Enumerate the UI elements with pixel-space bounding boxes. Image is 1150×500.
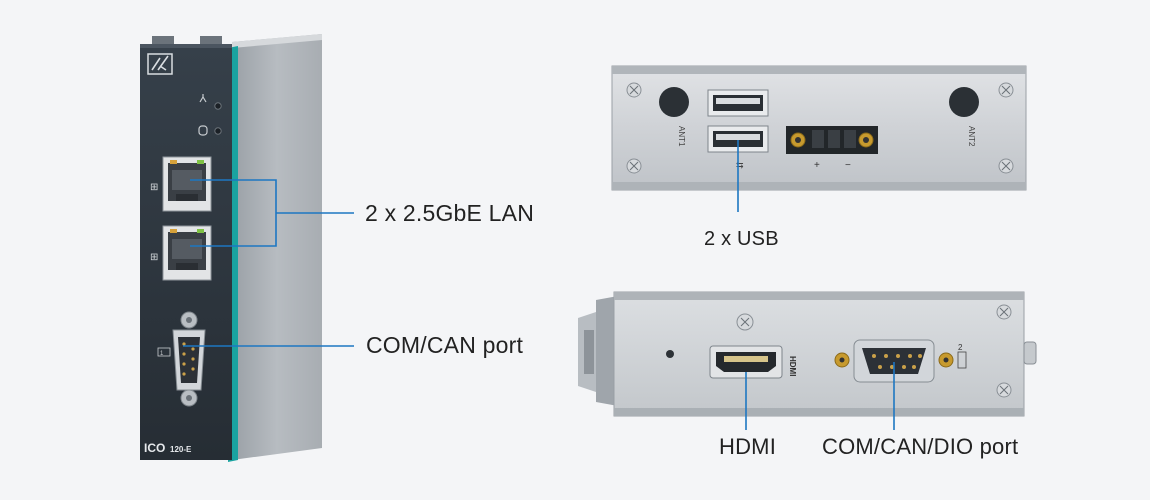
svg-text:⊞: ⊞: [150, 182, 158, 193]
com-number-label: 2: [958, 343, 963, 352]
screw-icon: [996, 304, 1012, 320]
lan-callout-line: [190, 179, 354, 247]
device-io-view: HDMI 2: [578, 291, 1037, 417]
com-can-dio-db9-port: 2: [834, 339, 967, 383]
storage-led-icon: [198, 125, 222, 136]
callout-lines: [183, 140, 895, 430]
antenna-1-hole: [659, 87, 689, 117]
lan-port-2: ⊞: [150, 225, 212, 281]
hdmi-callout-label: HDMI: [719, 434, 777, 459]
com-can-db9-port: 1: [157, 311, 206, 407]
brand-logo: [147, 53, 173, 75]
screw-icon: [996, 382, 1012, 398]
model-prefix-label: ICO: [144, 441, 165, 455]
device-front-panel: ⊞ ⊞: [140, 36, 232, 460]
com-can-callout-label: COM/CAN port: [366, 332, 524, 358]
lan-callout-label: 2 x 2.5GbE LAN: [365, 200, 534, 226]
minus-label: −: [845, 160, 851, 171]
power-terminal-block: + −: [786, 126, 878, 171]
ant2-label: ANT2: [967, 126, 976, 147]
com-number-front-label: 1: [160, 351, 164, 357]
svg-text:⇆: ⇆: [736, 160, 744, 170]
screw-icon: [736, 313, 754, 331]
screw-icon: [998, 82, 1014, 98]
svg-text:⊞: ⊞: [150, 252, 158, 263]
usb-callout-label: 2 x USB: [704, 228, 779, 250]
usb-port-1: [707, 89, 769, 117]
device-rear-view: ANT1 ANT2 ⇆ +: [611, 65, 1027, 191]
screw-icon: [626, 82, 642, 98]
hdmi-silk-label: HDMI: [788, 356, 797, 376]
com-can-dio-callout-label: COM/CAN/DIO port: [822, 434, 1019, 459]
hdmi-port: HDMI: [709, 345, 797, 379]
ant1-label: ANT1: [677, 126, 686, 147]
reset-hole: [666, 350, 674, 358]
antenna-2-hole: [949, 87, 979, 117]
device-side-panel: [228, 34, 322, 462]
lan-port-1: ⊞: [150, 156, 212, 212]
din-rail-clip: [578, 296, 618, 406]
usb-port-2: [707, 125, 769, 153]
plus-label: +: [814, 160, 820, 171]
model-suffix-label: 120-E: [170, 445, 192, 454]
screw-icon: [998, 158, 1014, 174]
power-led-icon: [199, 94, 222, 110]
screw-icon: [626, 158, 642, 174]
